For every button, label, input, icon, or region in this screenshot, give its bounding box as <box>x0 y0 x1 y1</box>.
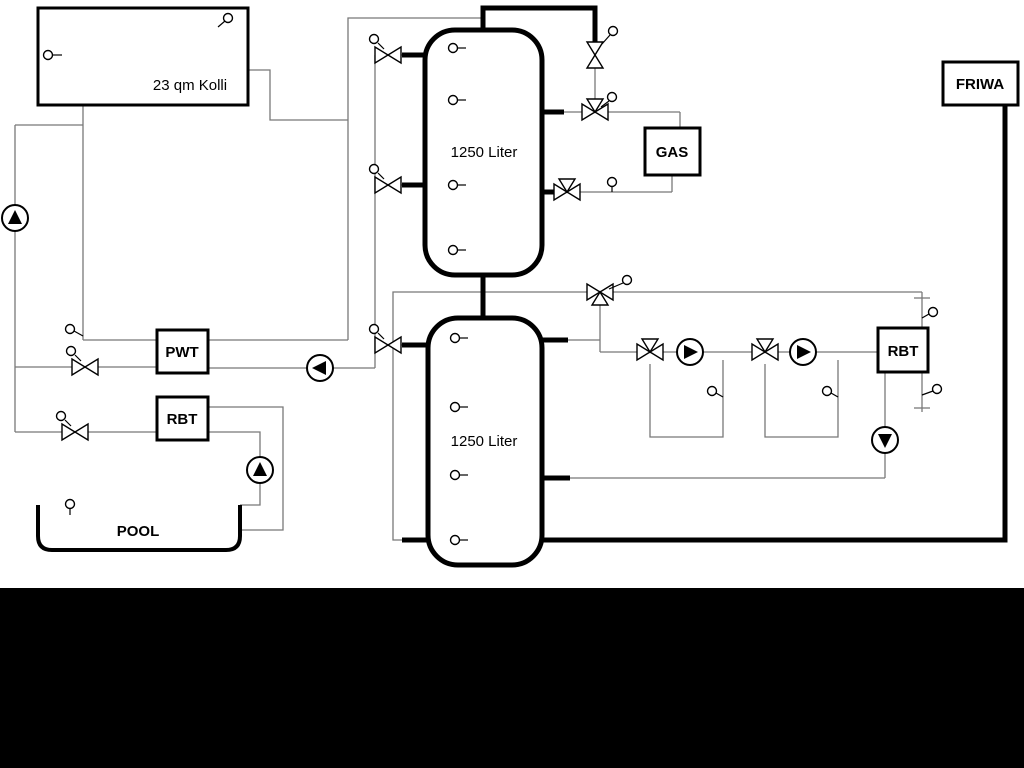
solar-collector-box <box>36 6 250 107</box>
three-way-valve-icon <box>636 338 664 362</box>
sensor-icon <box>64 323 84 337</box>
gas-label: GAS <box>656 144 689 161</box>
pipe <box>347 17 483 340</box>
pump-icon <box>676 338 704 366</box>
three-way-valve-icon <box>553 178 581 202</box>
gas-box <box>643 126 702 177</box>
sensor-icon <box>921 306 939 319</box>
sensor-icon <box>606 176 618 192</box>
buffer-tank-bottom: 1250 Liter <box>425 315 545 568</box>
valve-icon <box>585 25 619 69</box>
sensor-icon <box>449 534 468 546</box>
pipe <box>248 69 348 121</box>
friwa-station: FRIWA <box>941 60 1020 107</box>
rbt-left-box <box>155 395 210 442</box>
sensor-icon <box>217 12 234 28</box>
tank-top-supply-pipe <box>480 5 598 43</box>
actuator-icon <box>65 345 77 357</box>
friwa-label: FRIWA <box>956 76 1004 93</box>
pump-icon <box>246 456 274 484</box>
black-band <box>0 588 1024 768</box>
pump-icon <box>1 204 29 232</box>
buffer-tank-top-body <box>422 27 545 278</box>
valve-icon <box>368 323 402 355</box>
actuator-icon <box>368 323 380 335</box>
pipe <box>392 291 594 541</box>
friwa-box <box>941 60 1020 107</box>
sensor-icon <box>447 42 466 54</box>
sensor-icon <box>447 94 466 106</box>
pipe <box>764 360 839 438</box>
actuator-icon <box>607 25 619 37</box>
sensors <box>42 12 943 546</box>
pwt-label: PWT <box>165 344 198 361</box>
actuator-icon <box>368 163 380 175</box>
rbt-right-heat-exchanger: RBT <box>876 326 930 374</box>
pipe-network <box>14 17 930 541</box>
actuator-icon <box>55 410 67 422</box>
valve-icon <box>368 163 402 195</box>
sensor-icon <box>706 385 724 398</box>
pump-icon <box>306 354 334 382</box>
pipe <box>649 360 724 438</box>
pipe <box>208 406 284 531</box>
sensor-icon <box>449 469 468 481</box>
pool-label: POOL <box>117 523 160 540</box>
buffer-tank-top: 1250 Liter <box>422 27 545 278</box>
buffer-tank-bottom-label: 1250 Liter <box>451 433 518 450</box>
main-pipes <box>402 5 1008 543</box>
three-way-valve-icon <box>65 345 99 377</box>
sensor-icon <box>821 385 839 398</box>
rbt-left-label: RBT <box>167 411 198 428</box>
three-way-valve-icon <box>586 274 633 306</box>
gas-boiler: GAS <box>643 126 702 177</box>
solar-collector: 23 qm Kolli <box>36 6 250 107</box>
pwt-box <box>155 328 210 375</box>
sensor-icon <box>42 49 62 61</box>
pump-icon <box>871 426 899 454</box>
pwt-heat-exchanger: PWT <box>155 328 210 375</box>
sensor-icon <box>449 401 468 413</box>
three-way-valve-icon <box>55 410 89 442</box>
three-way-valve-icon <box>751 338 779 362</box>
buffer-tank-bottom-body <box>425 315 545 568</box>
buffer-tank-top-label: 1250 Liter <box>451 144 518 161</box>
sensor-icon <box>447 179 466 191</box>
sensor-icon <box>921 383 943 396</box>
rbt-right-label: RBT <box>888 343 919 360</box>
friwa-riser-pipe <box>540 105 1008 543</box>
solar-collector-label: 23 qm Kolli <box>153 77 227 94</box>
rbt-right-box <box>876 326 930 374</box>
pool-basin <box>36 505 242 552</box>
sensor-icon <box>621 274 633 286</box>
pump-icon <box>789 338 817 366</box>
sensor-icon <box>449 332 468 344</box>
valves <box>55 25 779 442</box>
sensor-icon <box>600 91 618 108</box>
actuator-icon <box>368 33 380 45</box>
pumps <box>1 204 899 484</box>
pool: POOL <box>36 505 242 552</box>
valve-icon <box>368 33 402 65</box>
sensor-icon <box>447 244 466 256</box>
three-way-valve-icon <box>581 98 609 122</box>
rbt-left-heat-exchanger: RBT <box>155 395 210 442</box>
sensor-icon <box>64 498 76 515</box>
